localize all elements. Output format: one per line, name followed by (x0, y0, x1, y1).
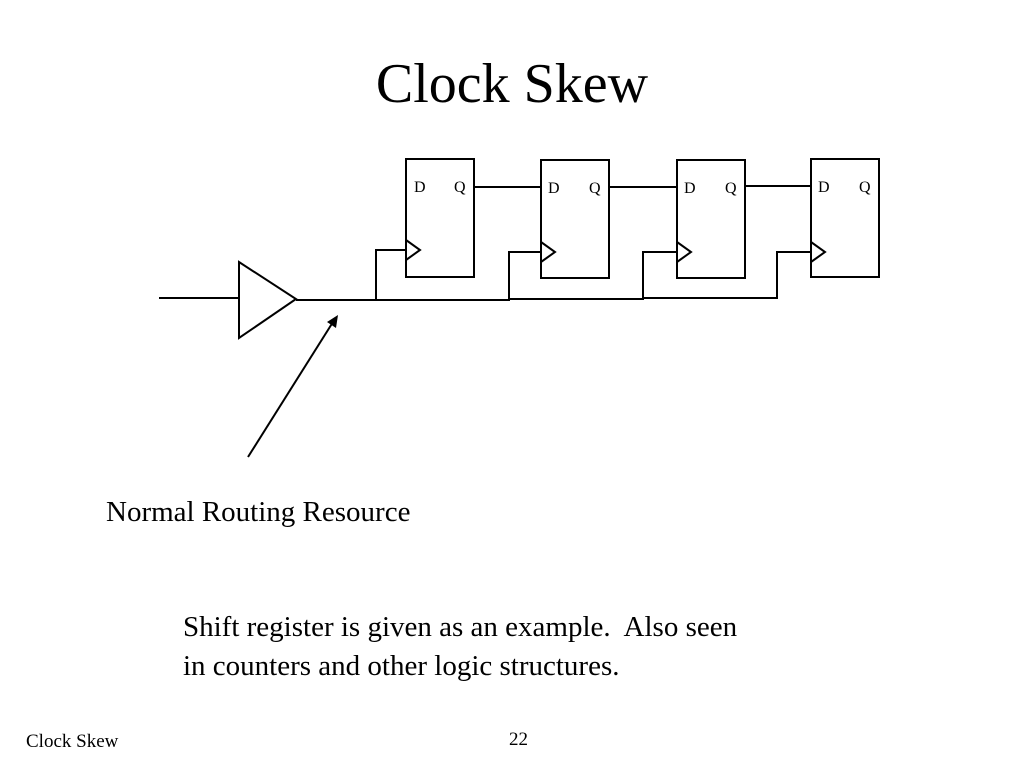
page-number: 22 (509, 729, 528, 750)
callout-arrow-shaft (247, 321, 334, 458)
flip-flop-2-d-label: D (548, 180, 560, 197)
clock-wire-segment-3 (509, 251, 677, 300)
slide-title: Clock Skew (375, 53, 649, 115)
flip-flop-1-q-label: Q (454, 179, 466, 196)
flip-flop-4-clock-triangle (810, 241, 827, 263)
flip-flop-1-d-label: D (414, 179, 426, 196)
clock-wire-to-ff1 (375, 249, 406, 300)
footer-title: Clock Skew (26, 731, 119, 752)
routing-resource-label: Normal Routing Resource (106, 496, 411, 528)
caption-line-2: in counters and other logic structures. (183, 650, 620, 682)
flip-flop-1-clock-triangle (405, 239, 422, 261)
clock-buffer-triangle (238, 260, 298, 340)
flip-flop-4 (810, 158, 880, 278)
clock-wire-segment-2 (376, 251, 541, 301)
slide-caption: Shift register is given as an example. A… (183, 608, 737, 686)
flip-flop-2-q-label: Q (589, 180, 601, 197)
callout-arrow-head (327, 315, 338, 328)
flip-flop-2 (540, 159, 610, 279)
clock-wire-segment-4 (643, 251, 811, 299)
flip-flop-3-clock-triangle (676, 241, 693, 263)
flip-flop-3 (676, 159, 746, 279)
caption-line-1: Shift register is given as an example. A… (183, 611, 738, 643)
flip-flop-3-q-label: Q (725, 180, 737, 197)
flip-flop-1 (405, 158, 475, 278)
flip-flop-3-d-label: D (684, 180, 696, 197)
flip-flop-2-clock-triangle (540, 241, 557, 263)
flip-flop-4-d-label: D (818, 179, 830, 196)
flip-flop-4-q-label: Q (859, 179, 871, 196)
